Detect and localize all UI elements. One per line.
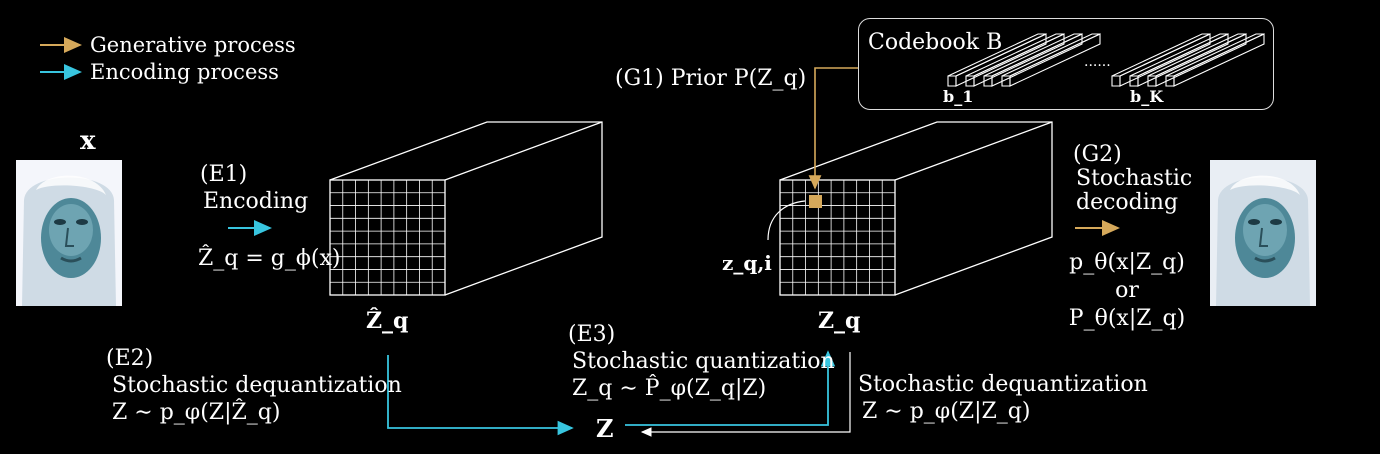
e1-formula: Ẑ_q = g_ϕ(x) [198, 246, 341, 271]
tensor-zq [779, 121, 1053, 296]
g2-formula-1: p_θ(x|Z_q) [1069, 250, 1185, 275]
g2-or: or [1115, 278, 1139, 303]
e2-title: Stochastic dequantization [112, 373, 402, 398]
g2-title-line2: decoding [1076, 190, 1179, 215]
stochastic-dequantization-arrow [640, 352, 851, 437]
element-pointer-curve [767, 200, 806, 241]
codebook-dots: ...... [1084, 54, 1111, 70]
g1-prior-label: (G1) Prior P(Z_q) [615, 66, 807, 91]
e3-formula: Z_q ∼ P̂_φ(Z_q|Z) [572, 376, 767, 401]
tensor-zq-hat-grid [330, 180, 445, 295]
e2-label: (E2) [106, 346, 154, 371]
tensor-zq-label: Z_q [818, 308, 861, 334]
g2-formula-2: P_θ(x|Z_q) [1068, 306, 1186, 331]
codebook-last-vector-label: b_K [1130, 87, 1164, 106]
g2-label: (G2) [1073, 142, 1122, 167]
tensor-zq-grid [780, 180, 895, 295]
e3-title: Stochastic quantization [572, 349, 835, 374]
e2-formula: Z ∼ p_φ(Z|Ẑ_q) [112, 400, 281, 425]
g2-title-line1: Stochastic [1076, 166, 1193, 191]
codebook-title: Codebook B [868, 30, 1003, 55]
element-label: z_q,i [722, 251, 772, 275]
e1-title: Encoding [203, 189, 309, 214]
input-label: x [80, 126, 96, 156]
dequantization-arrow [387, 355, 574, 436]
center-z-label: Z [596, 414, 614, 443]
highlighted-element [809, 195, 822, 208]
e1-label: (E1) [200, 162, 248, 187]
legend-encoding-label: Encoding process [90, 60, 279, 84]
e3-label: (E3) [568, 322, 616, 347]
dequantization-formula: Z ∼ p_φ(Z|Z_q) [862, 399, 1031, 424]
codebook-vectors [947, 33, 1265, 87]
codebook-panel [858, 18, 1274, 110]
legend-generative-label: Generative process [90, 33, 296, 57]
input-image [16, 160, 122, 306]
tensor-zq-hat-label: Ẑ_q [366, 308, 409, 334]
output-image [1210, 160, 1316, 306]
dequantization-title: Stochastic dequantization [858, 372, 1148, 397]
tensor-zq-hat [329, 121, 603, 296]
prior-arrow [808, 67, 858, 190]
quantization-arrow [625, 350, 836, 426]
codebook-first-vector-label: b_1 [943, 87, 974, 106]
